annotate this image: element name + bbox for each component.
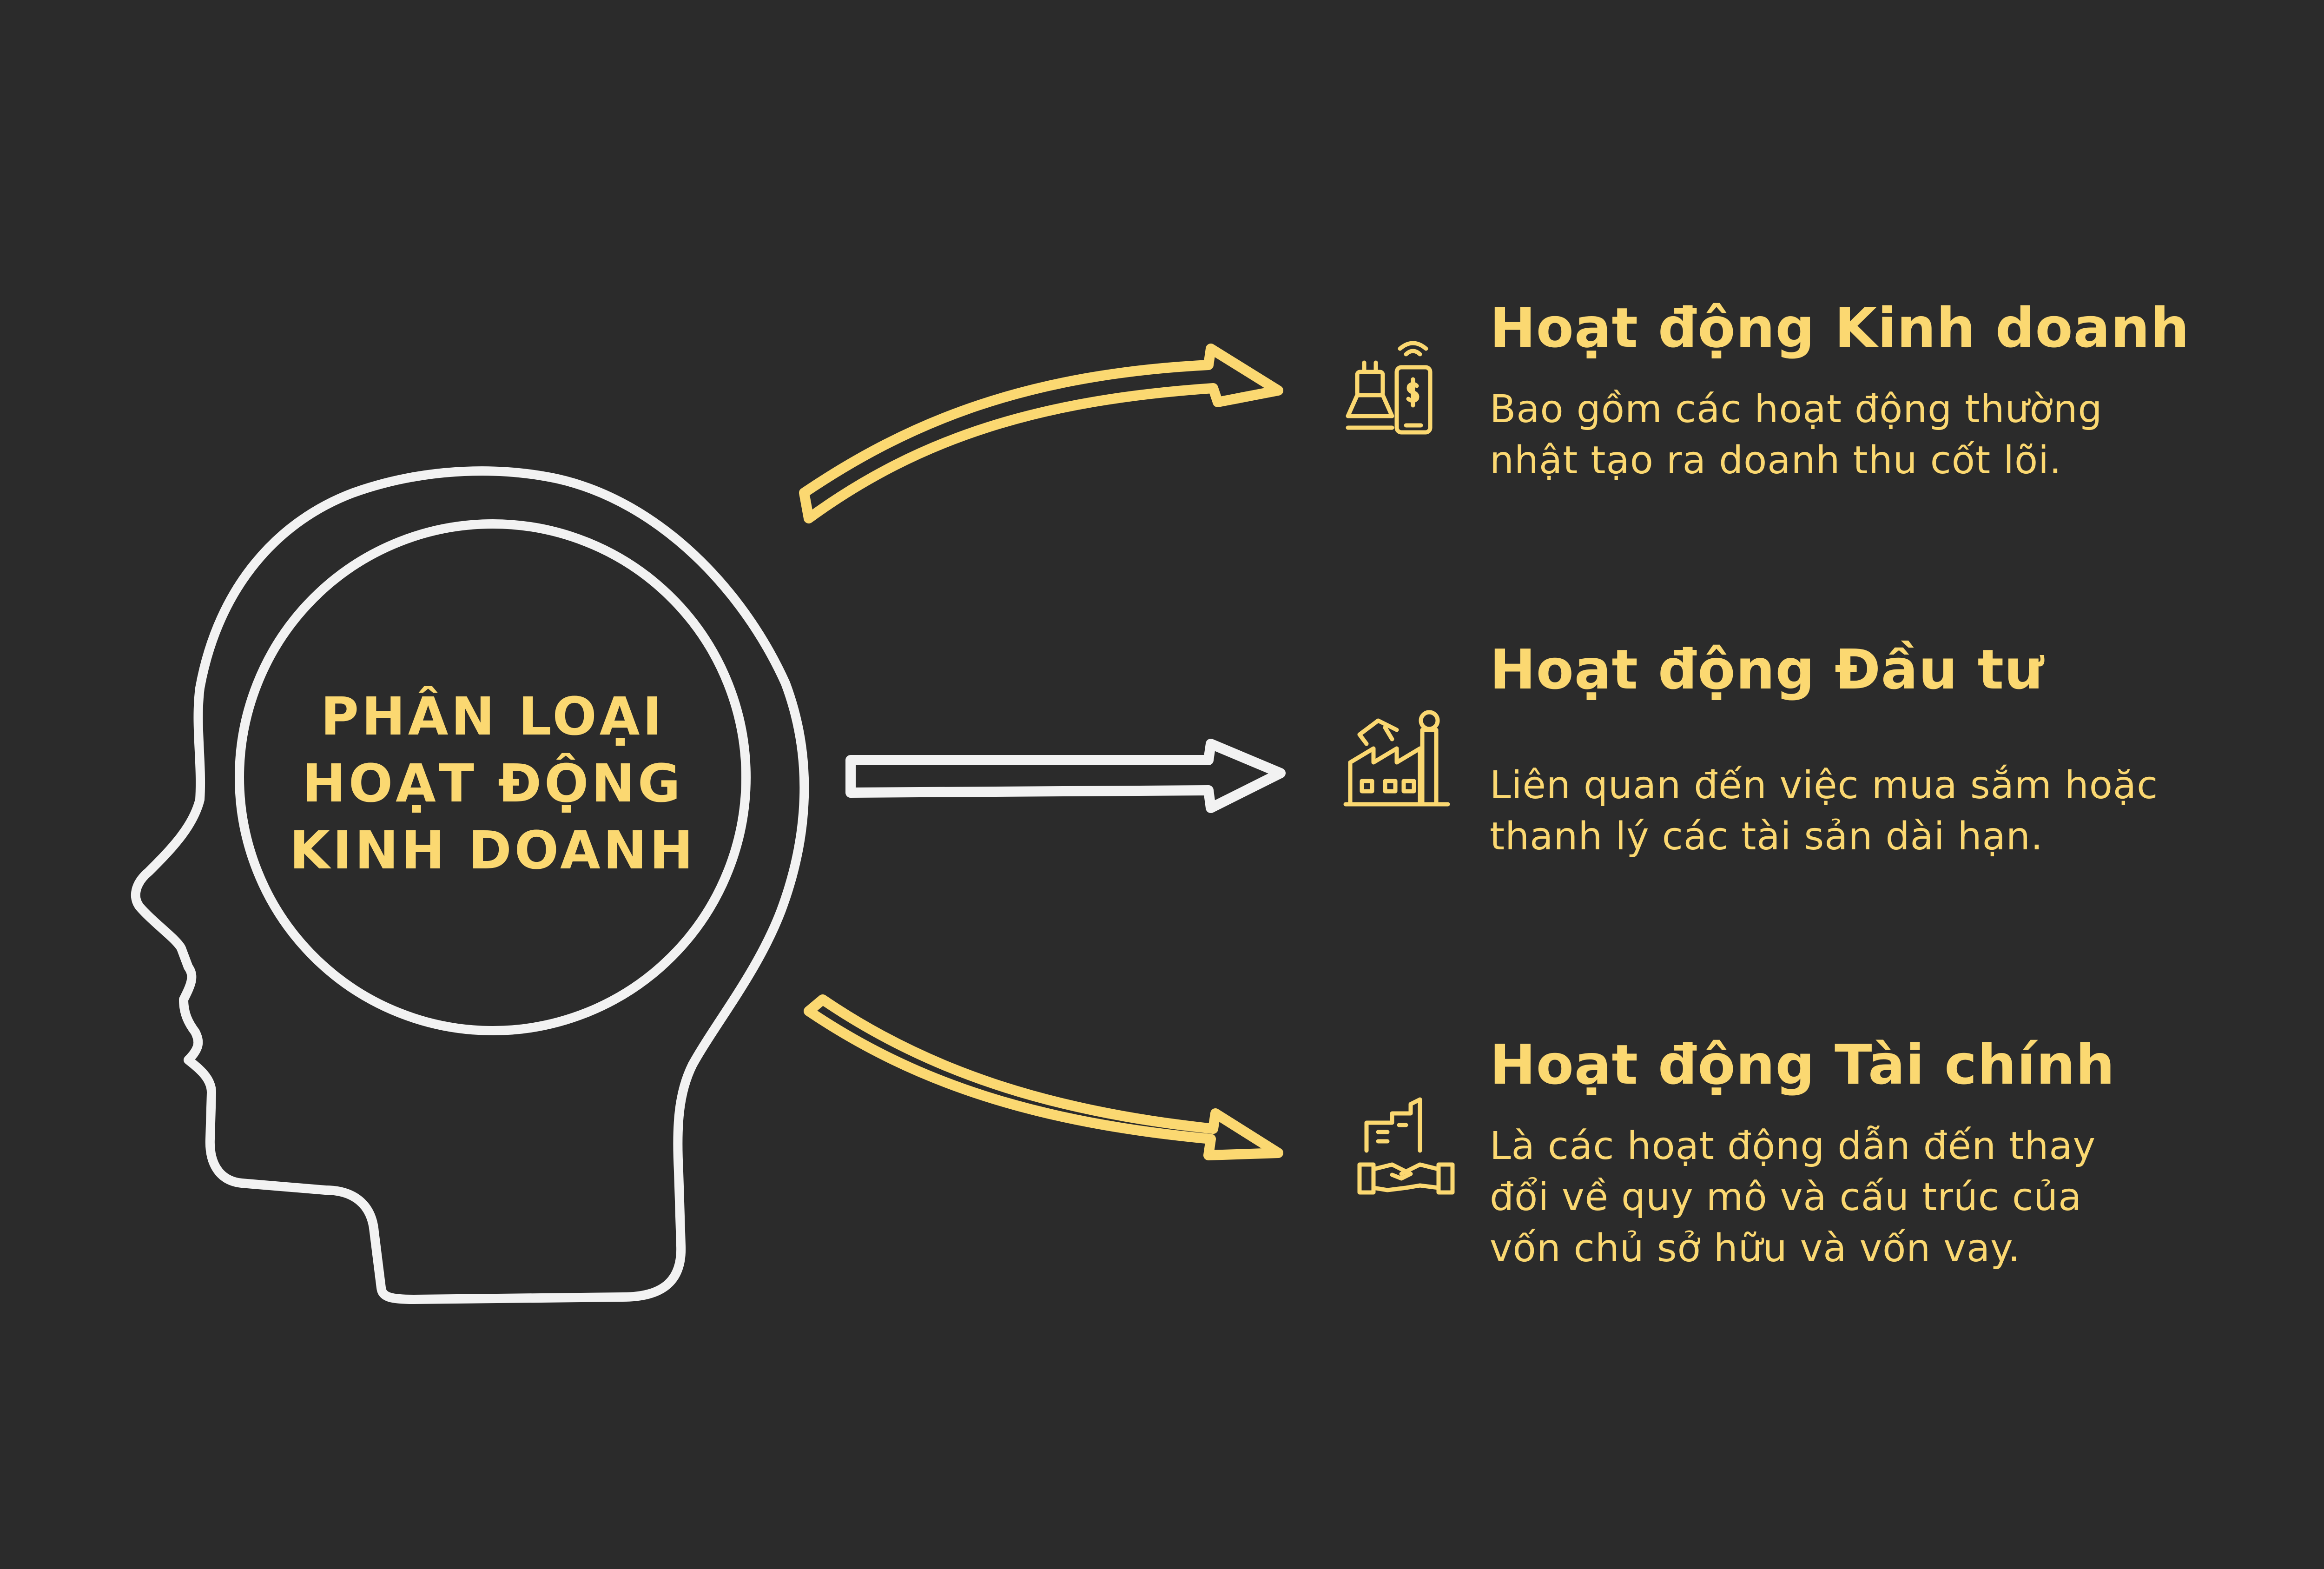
item-description-line: Liên quan đến việc mua sắm hoặc xyxy=(1490,763,2159,808)
center-title: PHÂN LOẠI HOẠT ĐỘNG KINH DOANH xyxy=(242,683,744,884)
head-circle xyxy=(235,519,751,1035)
center-title-line: HOẠT ĐỘNG xyxy=(302,754,683,814)
item-description: Bao gồm các hoạt động thường nhật tạo ra… xyxy=(1490,384,2308,486)
item-description-line: nhật tạo ra doanh thu cốt lõi. xyxy=(1490,438,2062,483)
arrow-to-financing xyxy=(804,994,1283,1160)
arrow-to-operating xyxy=(799,344,1283,523)
item-financing: Hoạt động Tài chính Là các hoạt động dẫn… xyxy=(1490,1030,2308,1274)
arrow-to-investing xyxy=(845,739,1286,813)
center-title-line: PHÂN LOẠI xyxy=(320,687,665,747)
item-description-line: đổi về quy mô và cấu trúc của xyxy=(1490,1175,2082,1219)
factory-crane-icon xyxy=(1343,710,1450,807)
head-silhouette xyxy=(131,466,809,1304)
item-description-line: thanh lý các tài sản dài hạn. xyxy=(1490,814,2043,859)
item-description-line: Bao gồm các hoạt động thường xyxy=(1490,387,2103,431)
payment-terminal-icon xyxy=(1346,341,1433,435)
item-description: Là các hoạt động dẫn đến thay đổi về quy… xyxy=(1490,1121,2308,1274)
item-description-line: Là các hoạt động dẫn đến thay xyxy=(1490,1124,2096,1168)
item-description-line: vốn chủ sở hữu và vốn vay. xyxy=(1490,1226,2021,1271)
item-description: Liên quan đến việc mua sắm hoặc thanh lý… xyxy=(1490,760,2308,862)
item-operating: Hoạt động Kinh doanh Bao gồm các hoạt độ… xyxy=(1490,293,2308,486)
item-title: Hoạt động Kinh doanh xyxy=(1490,296,2190,360)
handshake-city-icon xyxy=(1357,1097,1455,1195)
item-title: Hoạt động Tài chính xyxy=(1490,1033,2115,1097)
item-title: Hoạt động Đầu tư xyxy=(1490,637,2044,702)
center-title-line: KINH DOANH xyxy=(289,821,696,881)
item-investing: Hoạt động Đầu tư Liên quan đến việc mua … xyxy=(1490,635,2308,862)
